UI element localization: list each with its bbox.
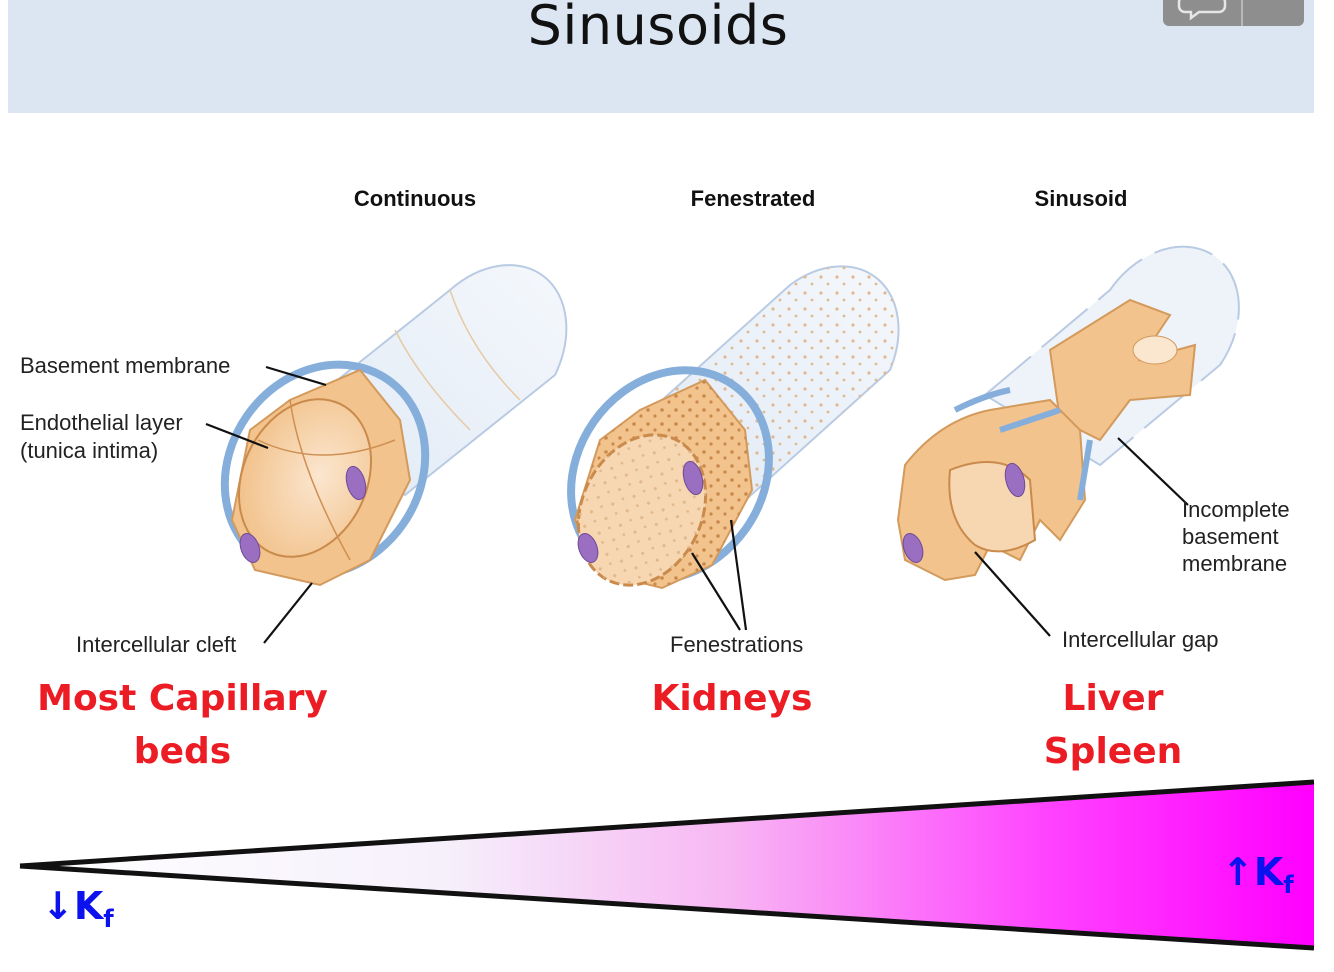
heading-continuous: Continuous: [353, 186, 477, 211]
label-intercellular-cleft: Intercellular cleft: [76, 632, 237, 657]
organ-continuous-line1: Most Capillary: [37, 678, 328, 719]
organ-fenestrated-line1: Kidneys: [651, 678, 813, 719]
continuous-capillary: [220, 264, 568, 587]
kf-high-label: ↑Kf: [1222, 850, 1294, 899]
label-endothelial-layer: Endothelial layer: [20, 410, 183, 435]
sinusoid-capillary: [896, 245, 1240, 582]
slide-toolbar: [1163, 0, 1304, 26]
kf-wedge-top-edge: [19, 779, 1315, 869]
organ-continuous-line2: beds: [133, 731, 232, 772]
comment-icon: [1177, 0, 1227, 21]
label-basement: basement: [1182, 524, 1279, 549]
down-arrow-icon: ↓: [42, 884, 74, 928]
organ-sinusoid: Liver Spleen: [1003, 672, 1223, 778]
leader-lines: [205, 365, 1189, 644]
label-tunica-intima: (tunica intima): [20, 438, 159, 463]
organ-sinusoid-line2: Spleen: [1043, 731, 1183, 772]
kf-low-subscript: f: [103, 905, 114, 933]
heading-sinusoid: Sinusoid: [1034, 186, 1128, 211]
comment-button[interactable]: [1163, 0, 1241, 26]
heading-fenestrated: Fenestrated: [690, 186, 816, 211]
fenestrated-capillary: [567, 265, 900, 590]
organ-fenestrated: Kidneys: [612, 672, 852, 725]
organ-sinusoid-line1: Liver: [1062, 678, 1164, 719]
kf-high-subscript: f: [1283, 871, 1294, 899]
kf-gradient-wedge: [20, 782, 1314, 948]
up-arrow-icon: ↑: [1222, 850, 1254, 894]
organ-continuous: Most Capillary beds: [20, 672, 345, 778]
kf-wedge-bottom-edge: [19, 863, 1315, 951]
kf-low-symbol: K: [73, 884, 104, 928]
kf-low-label: ↓Kf: [42, 884, 114, 933]
toolbar-divider: [1241, 0, 1243, 26]
kf-high-symbol: K: [1253, 850, 1284, 894]
label-intercellular-gap: Intercellular gap: [1062, 627, 1219, 652]
label-incomplete: Incomplete: [1182, 497, 1290, 522]
slide-title: Sinusoids: [527, 0, 789, 57]
slide-header: [8, 0, 1314, 113]
label-basement-membrane: Basement membrane: [20, 353, 231, 378]
label-fenestrations: Fenestrations: [670, 632, 804, 657]
label-membrane: membrane: [1182, 551, 1288, 576]
